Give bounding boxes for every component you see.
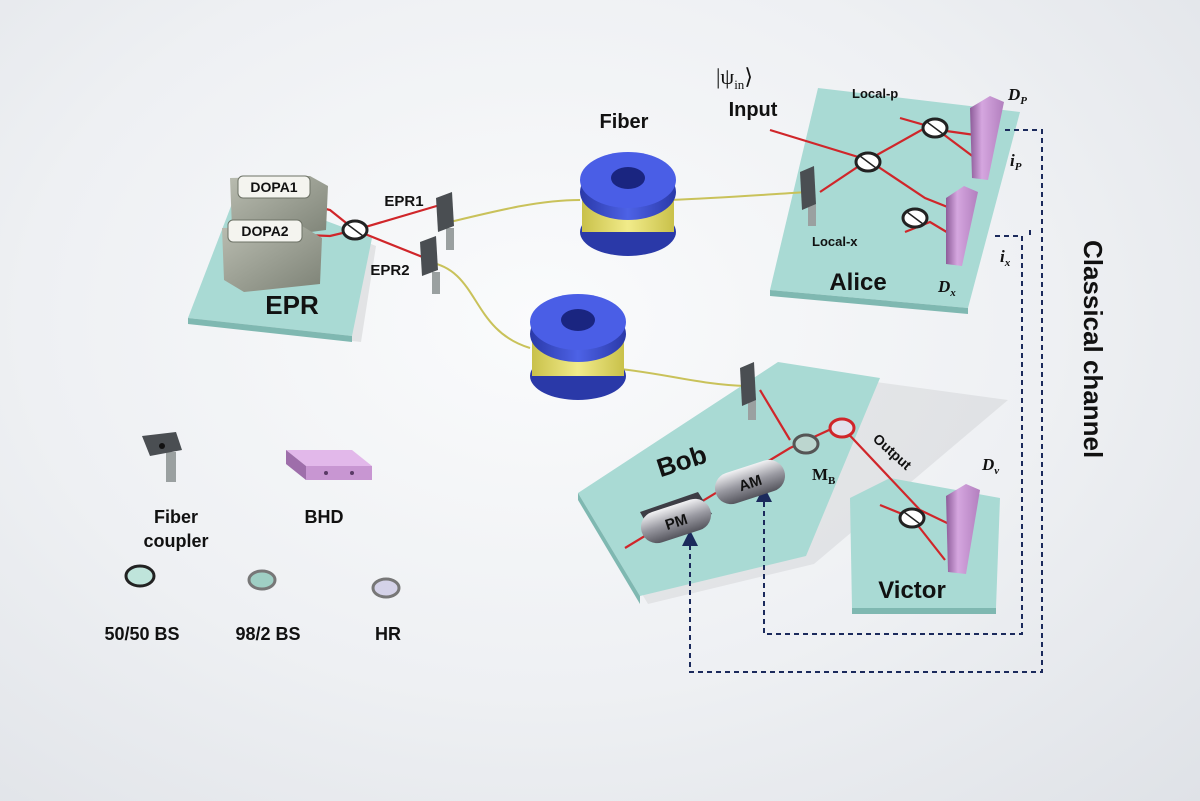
- fiber-cables: [427, 191, 809, 387]
- fiber-coupler-epr1: [436, 192, 454, 250]
- dv-label: Dv: [981, 455, 999, 477]
- dopa2-label: DOPA2: [241, 223, 288, 239]
- beam-splitter-alice-center: [854, 151, 882, 173]
- svg-text:Dv: Dv: [981, 455, 999, 477]
- detector-dv: [946, 484, 980, 574]
- dopa1-label: DOPA1: [250, 179, 297, 195]
- alice-label: Alice: [829, 269, 886, 296]
- svg-text:DP: DP: [1007, 85, 1027, 107]
- fiber-coupler-epr2: [420, 236, 440, 294]
- input-state-label: |ψin⟩: [716, 64, 753, 92]
- beam-splitter-epr: [341, 219, 369, 241]
- svg-text:ix: ix: [1000, 247, 1011, 269]
- dx-label: Dx: [937, 277, 956, 299]
- detector-dp: [970, 96, 1004, 180]
- fiber-label: Fiber: [600, 111, 649, 133]
- dopa2-box: DOPA2: [222, 219, 322, 292]
- legend-fiber-coupler-icon: [142, 432, 182, 482]
- dp-label: DP: [1007, 85, 1027, 107]
- beam-splitter-alice-x: [901, 207, 929, 229]
- legend-hr-icon: [371, 577, 401, 599]
- detector-dx: [946, 186, 978, 266]
- beam-splitter-alice-p: [921, 117, 949, 139]
- fiber-coupler-alice: [800, 166, 816, 226]
- legend-bhd-label: BHD: [305, 507, 344, 527]
- mb-label: MB: [812, 465, 836, 487]
- ix-label: ix: [1000, 247, 1011, 269]
- classical-channel-lines: [682, 129, 1043, 673]
- epr2-label: EPR2: [370, 262, 409, 279]
- legend-bs5050-icon: [124, 564, 156, 588]
- am-label: AM: [737, 472, 764, 495]
- pm-modulator: PM: [640, 492, 712, 544]
- legend-hr-label: HR: [375, 624, 401, 644]
- fiber-spool-top: [580, 152, 676, 256]
- legend-fiber-coupler-label-2: coupler: [143, 531, 208, 551]
- epr1-label: EPR1: [384, 193, 423, 210]
- fiber-coupler-bob: [740, 362, 756, 420]
- fiber-spool-bottom: [530, 294, 626, 400]
- legend-bs5050-label: 50/50 BS: [104, 624, 179, 644]
- svg-text:Dx: Dx: [937, 277, 956, 299]
- mirror-hr-bob: [828, 417, 856, 439]
- ip-label: iP: [1010, 151, 1022, 173]
- local-x-label: Local-x: [812, 234, 858, 249]
- beam-splitter-victor: [898, 507, 926, 529]
- local-p-label: Local-p: [852, 86, 898, 101]
- legend-bs982-label: 98/2 BS: [235, 624, 300, 644]
- svg-text:iP: iP: [1010, 151, 1022, 173]
- am-modulator: AM: [714, 459, 786, 505]
- mirror-mb: [792, 433, 820, 455]
- svg-text:MB: MB: [812, 465, 836, 487]
- pm-label: PM: [663, 511, 690, 534]
- svg-text:|ψin⟩: |ψin⟩: [716, 64, 753, 92]
- legend-bhd-icon: [286, 450, 372, 480]
- input-label: Input: [729, 99, 778, 121]
- legend: Fiber coupler BHD 50/50 BS 98/2 BS HR: [104, 432, 401, 644]
- epr-table-label: EPR: [265, 290, 319, 320]
- classical-channel-label: Classical channel: [1078, 240, 1108, 458]
- victor-label: Victor: [878, 577, 946, 604]
- legend-fiber-coupler-label: Fiber: [154, 507, 198, 527]
- legend-bs982-icon: [247, 569, 277, 591]
